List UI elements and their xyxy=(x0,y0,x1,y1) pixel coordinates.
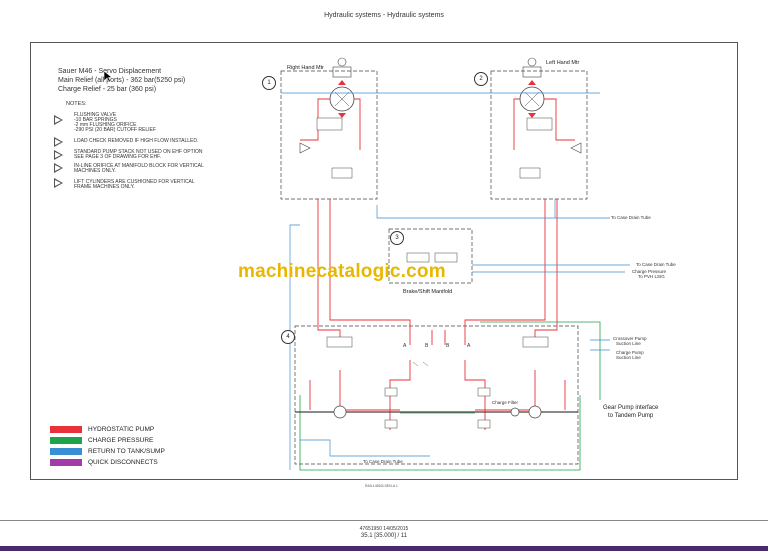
watermark: machinecatalogic.com xyxy=(238,261,446,282)
legend-swatch-hydrostatic xyxy=(50,426,82,433)
note-3-line-1: STANDARD PUMP STACK NOT USED ON EHF OPTI… xyxy=(74,149,203,155)
page-header: Hydraulic systems - Hydraulic systems xyxy=(324,12,444,19)
case-drain-label-2: To Case Drain Tube xyxy=(636,262,676,267)
legend-label-charge: CHARGE PRESSURE xyxy=(88,437,154,444)
legend-label-quick-disconnect: QUICK DISCONNECTS xyxy=(88,459,158,466)
suction-line-label-1: Suction Line xyxy=(616,341,641,346)
note-1-line-3: -2 mm FLUSHING ORIFICE xyxy=(74,122,137,128)
case-drain-label-3: To Case Drain Tube xyxy=(363,459,403,464)
port-b-1: B xyxy=(425,343,429,349)
callout-4: 4 xyxy=(281,330,295,344)
spec-main-relief: Main Relief (all ports) - 362 bar(5250 p… xyxy=(58,77,186,84)
note-triangle-icon xyxy=(54,178,63,188)
footer-ref: 47651950 14/05/2015 xyxy=(359,526,409,532)
charge-pump-label: Charge Pump xyxy=(616,350,644,355)
motor-box-right xyxy=(280,70,378,200)
right-motor-label: Right Hand Mtr xyxy=(287,65,324,71)
left-motor-label: Left Hand Mtr xyxy=(546,60,580,66)
legend-swatch-quick-disconnect xyxy=(50,459,82,466)
pump-symbols xyxy=(333,405,542,419)
port-b-2: B xyxy=(446,343,450,349)
brake-manifold-box xyxy=(388,228,473,284)
note-5-line-1: LIFT CYLINDERS ARE CUSHIONED FOR VERTICA… xyxy=(74,179,195,185)
charge-pressure-sub-label: To PVH LSIG xyxy=(638,274,665,279)
right-motor xyxy=(329,57,355,118)
brake-manifold-label: Brake/Shift Manifold xyxy=(403,289,453,295)
schematic-frame xyxy=(30,42,738,480)
case-drain-label-1: To Case Drain Tube xyxy=(611,215,651,220)
note-1-line-2: -10 BAR SPRINGS xyxy=(74,117,117,123)
motor-box-left xyxy=(490,70,588,200)
note-5-line-2: FRAME MACHINES ONLY. xyxy=(74,184,135,190)
footer-divider xyxy=(0,520,768,521)
callout-1: 1 xyxy=(262,76,276,90)
legend-label-hydrostatic: HYDROSTATIC PUMP xyxy=(88,426,155,433)
legend-swatch-charge xyxy=(50,437,82,444)
gear-pump-label-2: to Tandem Pump xyxy=(608,413,654,419)
footer-page: 35.1 [35.000] / 11 xyxy=(360,533,408,539)
note-triangle-icon xyxy=(54,163,63,173)
note-4-line-1: IN-LINE ORIFICE AT MANIFOLD BLOCK FOR VE… xyxy=(74,163,204,169)
left-motor xyxy=(519,57,545,118)
charge-pressure-label: Charge Pressure xyxy=(632,269,667,274)
crossover-pump-label: Crossover Pump xyxy=(613,336,647,341)
port-a-1: A xyxy=(403,343,407,349)
bottom-bar xyxy=(0,546,768,551)
note-1-line-4: -290 PSI (20 BAR) CUTOFF RELIEF xyxy=(74,127,156,133)
port-a-2: A xyxy=(467,343,471,349)
note-triangle-icon xyxy=(54,150,63,160)
note-triangle-icon xyxy=(54,115,63,125)
pump-box xyxy=(294,325,579,465)
legend-swatch-return xyxy=(50,448,82,455)
spec-pump: Sauer M46 - Servo Displacement xyxy=(58,68,162,75)
note-1-line-1: FLUSHING VALVE xyxy=(74,112,117,118)
note-2-line-1: LOAD CHECK REMOVED IF HIGH FLOW INSTALLE… xyxy=(74,138,199,144)
notes-title: NOTES: xyxy=(66,101,87,107)
callout-2: 2 xyxy=(474,72,488,86)
callout-3: 3 xyxy=(390,231,404,245)
spec-charge-relief: Charge Relief - 25 bar (360 psi) xyxy=(58,86,157,93)
note-4-line-2: MACHINES ONLY. xyxy=(74,168,116,174)
note-3-line-2: SEE PAGE 3 OF DRAWING FOR EHF. xyxy=(74,154,161,160)
drawing-id: RAIL14552LSEN-A 1 xyxy=(365,484,398,488)
note-triangle-icon xyxy=(54,137,63,147)
gear-pump-label-1: Gear Pump interface xyxy=(603,405,659,411)
legend-label-return: RETURN TO TANK/SUMP xyxy=(88,448,165,455)
charge-filter-label: Charge Filter xyxy=(492,400,519,405)
suction-line-label-2: Suction Line xyxy=(616,355,641,360)
